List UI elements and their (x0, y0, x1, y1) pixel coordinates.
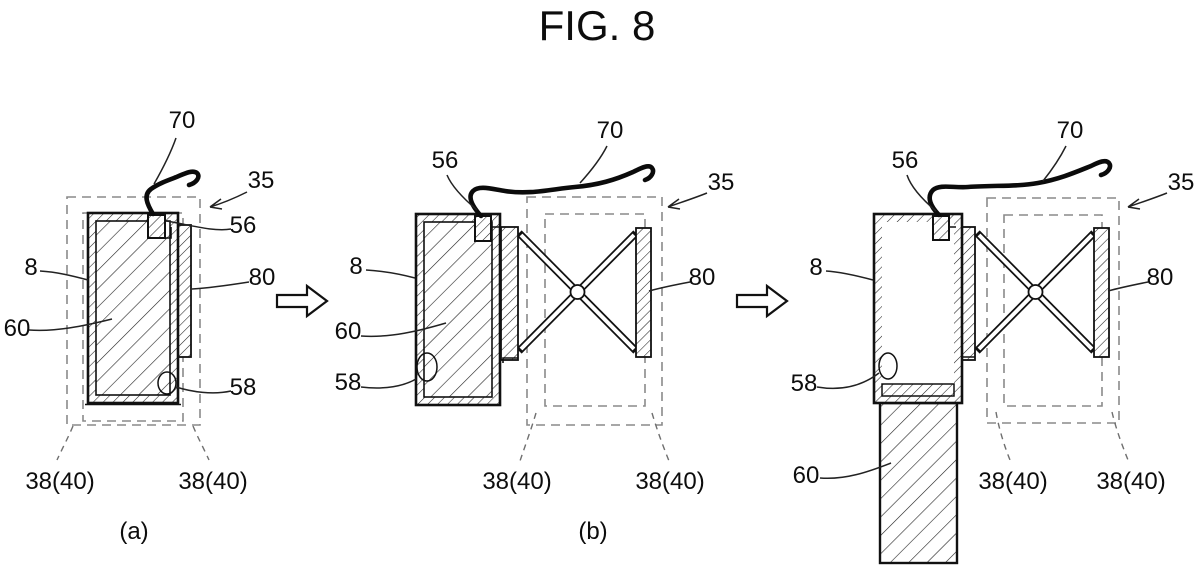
detail-loop-58 (878, 352, 898, 380)
label-56: 56 (432, 147, 459, 174)
leader-58 (360, 378, 417, 389)
leader-56 (166, 220, 232, 231)
leader-58 (816, 372, 880, 390)
housing-step (948, 215, 975, 358)
scissor-pivot (1027, 284, 1044, 300)
panel-a-caption: (a) (119, 518, 148, 545)
leader-60 (819, 462, 892, 480)
label-58: 58 (335, 369, 362, 396)
leader-8 (365, 269, 416, 279)
leader-56 (906, 174, 937, 212)
label-38-40-right: 38(40) (1096, 468, 1165, 495)
label-8: 8 (349, 253, 362, 280)
leader-70 (1042, 145, 1067, 182)
mount-frame-35-outer (986, 197, 1120, 424)
bolt-leader-left (56, 425, 74, 461)
leader-8 (825, 270, 874, 281)
leader-58 (175, 386, 232, 394)
label-35: 35 (248, 167, 275, 194)
housing-step (165, 227, 172, 239)
label-58: 58 (230, 374, 257, 401)
label-38-40-left: 38(40) (978, 468, 1047, 495)
housing-8-outline (414, 212, 502, 407)
label-35: 35 (708, 169, 735, 196)
label-8: 8 (24, 254, 37, 281)
label-80: 80 (1147, 264, 1174, 291)
scissor-pivot (569, 284, 586, 300)
bolt-leader-right (1111, 411, 1129, 461)
detail-loop-58 (157, 371, 177, 395)
housing-8-outline (872, 212, 964, 405)
weight-block-60 (423, 221, 493, 398)
weight-block-60 (95, 220, 171, 396)
mount-frame-35-outer (66, 196, 201, 426)
label-56: 56 (892, 147, 919, 174)
label-70: 70 (597, 117, 624, 144)
housing-step (492, 215, 518, 363)
cable-70 (468, 164, 656, 219)
leader-arrow-35 (1127, 192, 1168, 210)
leader-80 (191, 281, 250, 290)
leader-60 (28, 318, 113, 332)
link-plate-left (500, 226, 519, 361)
label-58: 58 (791, 370, 818, 397)
label-38-40-right: 38(40) (635, 468, 704, 495)
bolt-leader-left (995, 411, 1011, 461)
bolt-leader-right (192, 425, 210, 461)
leader-56 (446, 174, 478, 211)
leader-8 (39, 270, 89, 281)
detail-loop-58 (416, 352, 438, 382)
label-70: 70 (169, 107, 196, 134)
label-35: 35 (1168, 169, 1195, 196)
link-plate-80 (635, 227, 652, 358)
mount-frame-35-inner (1003, 214, 1103, 407)
label-80: 80 (249, 264, 276, 291)
leader-80 (648, 281, 691, 292)
label-38-40-left: 38(40) (25, 468, 94, 495)
terminal-56 (474, 215, 492, 242)
housing-8-outline (86, 211, 180, 405)
link-plate-80 (1093, 227, 1110, 358)
panel-a: 70 35 56 8 80 60 58 38(40) 38(40) (a) (4, 107, 276, 545)
transition-arrow-1 (275, 283, 329, 319)
weight-block-60-dropped (878, 401, 959, 565)
panel-b-caption: (b) (578, 518, 607, 545)
housing-8-bg (874, 214, 962, 403)
leader-arrow-35 (209, 191, 248, 210)
label-56: 56 (230, 212, 257, 239)
terminal-56 (147, 214, 166, 239)
label-38-40-right: 38(40) (178, 468, 247, 495)
label-80: 80 (689, 264, 716, 291)
panel-b: 56 70 35 8 60 58 80 38(40) 38(40) (b) (335, 117, 735, 545)
support-plate-58 (881, 383, 955, 397)
label-60: 60 (4, 315, 31, 342)
leader-60 (360, 322, 447, 338)
transition-arrow-2 (735, 283, 789, 319)
cable-70 (927, 158, 1113, 218)
label-60: 60 (793, 462, 820, 489)
figure-title: FIG. 8 (539, 2, 656, 49)
mount-frame-35-outer (526, 196, 663, 426)
leader-70 (579, 145, 608, 184)
cable-70 (144, 169, 201, 217)
leader-arrow-35 (667, 192, 708, 210)
panel-c: 56 70 35 8 58 60 80 38(40) 38(40) (791, 117, 1195, 565)
terminal-56 (932, 215, 950, 241)
label-60: 60 (335, 318, 362, 345)
label-38-40-left: 38(40) (482, 468, 551, 495)
label-8: 8 (809, 254, 822, 281)
label-70: 70 (1057, 117, 1084, 144)
leader-70 (153, 137, 177, 185)
bolt-leader-right (651, 412, 670, 462)
bolt-leader-left (519, 412, 537, 462)
leader-80 (1107, 281, 1149, 292)
